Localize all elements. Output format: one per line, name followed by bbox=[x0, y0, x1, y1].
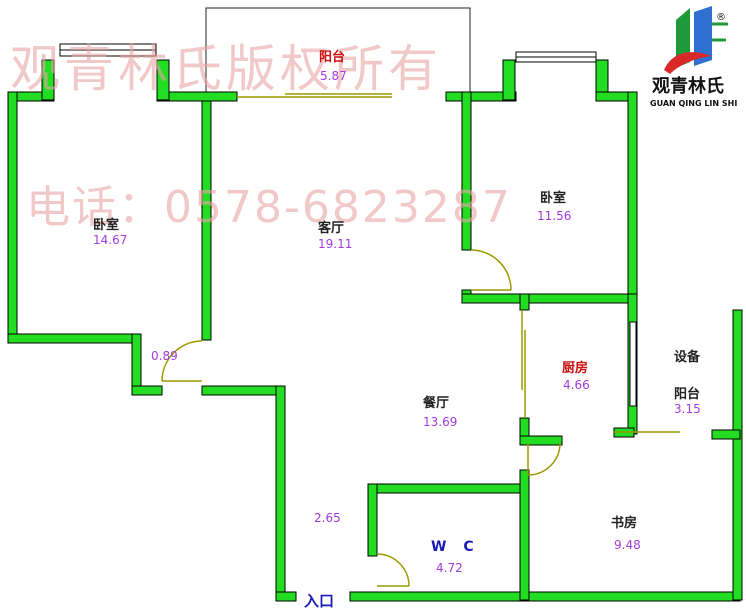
room-equipment-balcony: 设备 阳台 3.15 bbox=[674, 349, 701, 416]
room-kitchen: 厨房 4.66 bbox=[562, 360, 590, 392]
room-name: 卧室 bbox=[540, 190, 566, 206]
windows bbox=[59, 43, 637, 407]
room-living: 客厅 19.11 bbox=[318, 220, 352, 251]
room-name: 厨房 bbox=[562, 360, 588, 376]
room-name-line1: 设备 bbox=[674, 349, 701, 365]
room-area: 5.87 bbox=[320, 69, 347, 83]
logo-english: GUAN QING LIN SHI bbox=[650, 99, 737, 108]
brand-logo: ® 观青林氏 GUAN QING LIN SHI bbox=[648, 2, 742, 114]
room-wc: W C 4.72 bbox=[431, 539, 480, 575]
room-area: 13.69 bbox=[423, 415, 457, 429]
room-balcony-top: 阳台 5.87 bbox=[319, 49, 347, 83]
doors bbox=[161, 93, 680, 587]
hallway-area: 2.65 bbox=[314, 511, 341, 525]
watermark-phone: 电话：0578-6823287 bbox=[26, 182, 512, 233]
room-area: 4.72 bbox=[436, 561, 463, 575]
room-name: 餐厅 bbox=[422, 395, 449, 411]
room-dining: 餐厅 13.69 bbox=[422, 395, 457, 429]
room-area: 11.56 bbox=[537, 209, 571, 223]
room-name: 阳台 bbox=[319, 49, 345, 65]
room-name: 卧室 bbox=[93, 217, 119, 233]
room-name: W C bbox=[431, 539, 480, 555]
room-name: 书房 bbox=[611, 515, 637, 531]
entrance-label: 入口 bbox=[304, 592, 334, 608]
room-area: 3.15 bbox=[674, 402, 701, 416]
room-study: 书房 9.48 bbox=[611, 515, 641, 552]
balcony-outline bbox=[205, 7, 471, 96]
room-area: 9.48 bbox=[614, 538, 641, 552]
room-area: 19.11 bbox=[318, 237, 352, 251]
corridor-area: 0.89 bbox=[151, 349, 178, 363]
room-bedroom-right: 卧室 11.56 bbox=[537, 190, 571, 223]
room-name-line2: 阳台 bbox=[674, 386, 700, 402]
walls bbox=[7, 59, 743, 602]
room-bedroom-left: 卧室 14.67 bbox=[93, 217, 127, 247]
registered-mark: ® bbox=[716, 12, 726, 23]
room-area: 4.66 bbox=[563, 378, 590, 392]
room-area: 14.67 bbox=[93, 233, 127, 247]
logo-chinese: 观青林氏 bbox=[652, 75, 724, 97]
watermark-copyright: 观青林氏版权所有 bbox=[10, 40, 442, 98]
room-name: 客厅 bbox=[318, 220, 344, 236]
